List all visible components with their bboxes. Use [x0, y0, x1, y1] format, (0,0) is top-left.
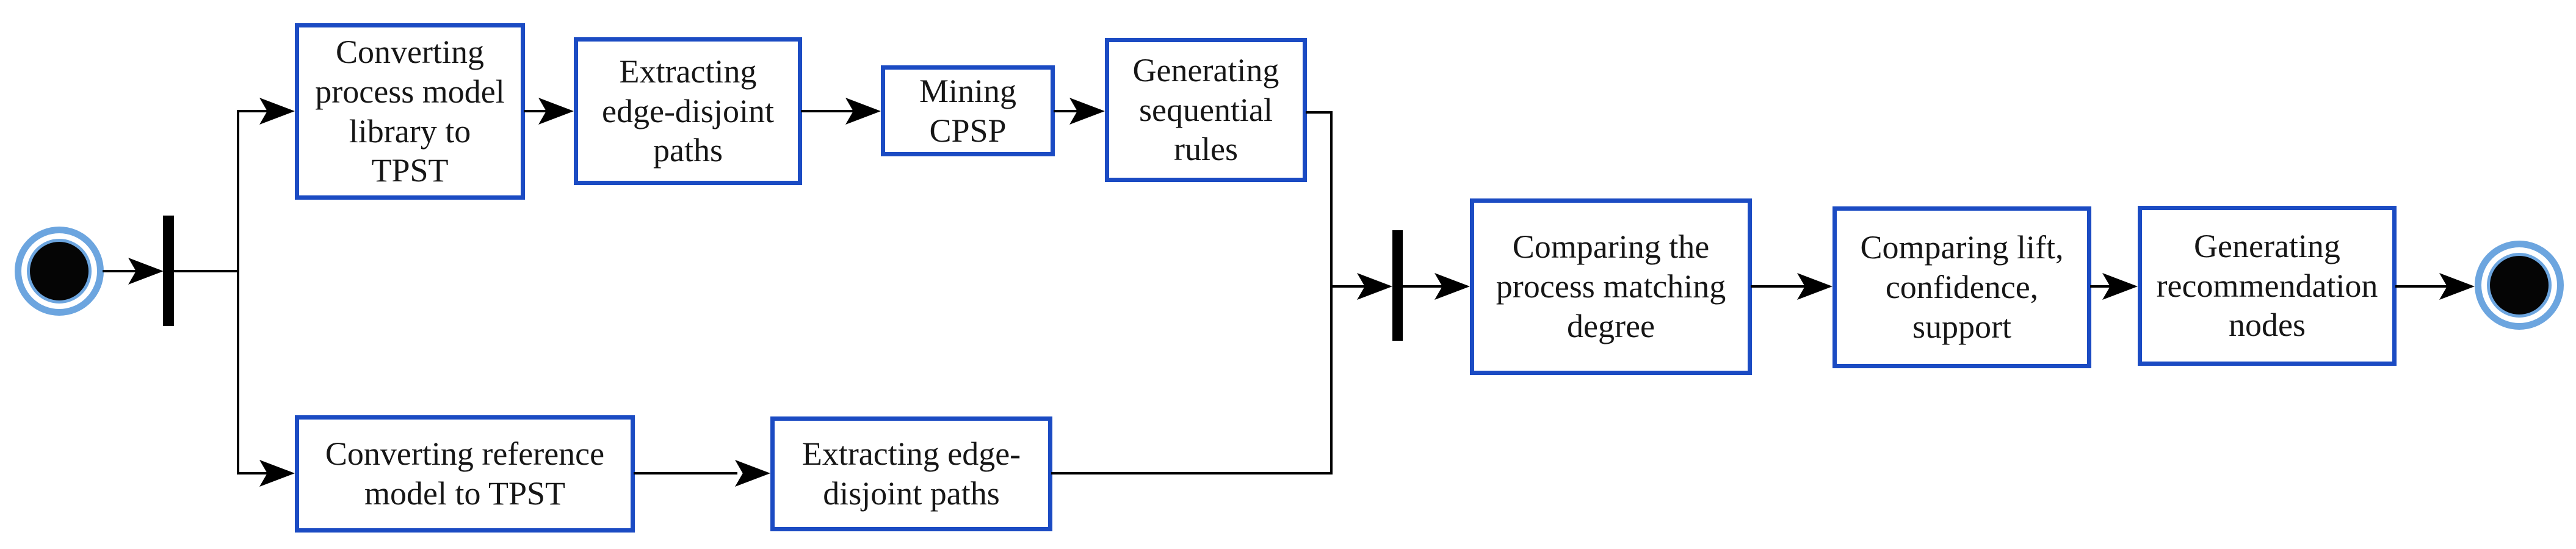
activity-label: Extracting edge-disjoint paths	[602, 53, 774, 169]
end-node-icon	[2475, 241, 2564, 330]
connector-bottom-branch	[237, 472, 273, 474]
activity-mining-cpsp: Mining CPSP	[881, 65, 1055, 156]
activity-label: Converting reference model to TPST	[325, 435, 605, 512]
activity-label: Comparing the process matching degree	[1496, 228, 1726, 344]
connector-fork-vertical	[237, 110, 239, 474]
activity-generating-sequential-rules: Generating sequential rules	[1105, 38, 1307, 182]
start-node-core-icon	[27, 239, 92, 304]
connector-box3-box4	[1054, 110, 1087, 112]
activity-converting-process-model-library-to-tpst: Converting process model library to TPST	[295, 23, 525, 200]
connector-fork-stem	[174, 270, 238, 272]
activity-label: Converting process model library to TPST	[315, 33, 505, 189]
connector-box7-end	[2395, 285, 2459, 288]
activity-comparing-process-matching-degree: Comparing the process matching degree	[1470, 198, 1752, 375]
activity-comparing-lift-confidence-support: Comparing lift, confidence, support	[1833, 206, 2091, 368]
arrowhead-icon	[735, 460, 770, 487]
connector-merge-to-join	[1331, 285, 1371, 288]
connector-ref-to-extract	[634, 472, 737, 474]
fork-bar-icon	[163, 216, 174, 326]
activity-converting-reference-model-to-tpst: Converting reference model to TPST	[295, 415, 635, 533]
connector-box6-box7	[2090, 285, 2121, 288]
connector-box5-box6	[1751, 285, 1812, 288]
activity-label: Mining CPSP	[919, 72, 1017, 149]
connector-merge-vertical	[1330, 111, 1333, 473]
join-bar-icon	[1392, 230, 1403, 341]
start-node-icon	[15, 227, 104, 316]
activity-label: Generating recommendation nodes	[2156, 227, 2378, 344]
end-node-core-icon	[2487, 253, 2552, 318]
connector-bottom-exit	[1051, 472, 1333, 474]
connector-start-to-fork	[103, 270, 145, 272]
connector-box1-box2	[524, 110, 554, 112]
activity-extracting-edge-disjoint-paths-bottom: Extracting edge- disjoint paths	[770, 416, 1052, 531]
connector-top-branch	[237, 110, 273, 112]
connector-join-box5	[1403, 285, 1449, 288]
connector-box2-box3	[801, 110, 862, 112]
activity-label: Comparing lift, confidence, support	[1860, 229, 2064, 345]
activity-extracting-edge-disjoint-paths-top: Extracting edge-disjoint paths	[574, 37, 802, 185]
connector-box4-exit	[1306, 111, 1333, 114]
activity-label: Extracting edge- disjoint paths	[801, 435, 1021, 512]
activity-generating-recommendation-nodes: Generating recommendation nodes	[2138, 206, 2397, 366]
activity-label: Generating sequential rules	[1132, 51, 1279, 168]
